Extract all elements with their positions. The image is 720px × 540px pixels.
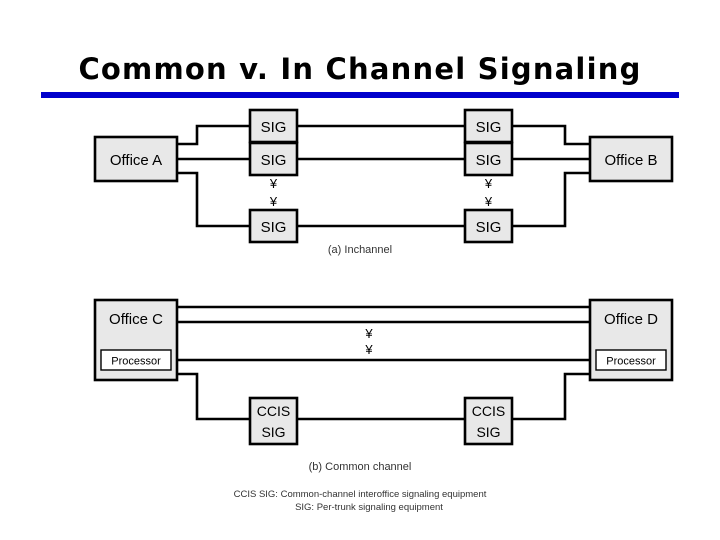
ccis-sig-box-left[interactable]: CCIS SIG (248, 396, 299, 446)
sig-box-a-right-3-label: SIG (476, 219, 502, 236)
legend-line-ccis-sig: CCIS SIG: Common-channel interoffice sig… (233, 489, 487, 500)
diagram-canvas: Office A Office B SIG SIG SIG (93, 108, 674, 446)
office-d-node[interactable]: Office D Processor (588, 298, 674, 382)
office-d-processor-box[interactable] (595, 349, 667, 371)
trunk-a-bot-left (177, 171, 250, 228)
sig-box-a-right-3[interactable]: SIG (463, 208, 514, 244)
figure-a-caption: (a) Inchannel (327, 244, 393, 256)
sig-box-a-left-1[interactable]: SIG (248, 108, 299, 144)
ccis-sig-box-right[interactable]: CCIS SIG (463, 396, 514, 446)
ccis-sig-box-left-line2: SIG (261, 424, 285, 440)
vertical-ellipsis-icon: ¥ (364, 326, 373, 341)
trunk-a-top-right (512, 124, 590, 146)
title-underline-rule (41, 92, 679, 98)
vertical-ellipsis-icon: ¥ (269, 176, 278, 191)
legend: CCIS SIG: Common-channel interoffice sig… (0, 488, 720, 514)
sig-box-a-right-2[interactable]: SIG (463, 141, 514, 177)
ccis-sig-box-right-line2: SIG (476, 424, 500, 440)
sig-box-a-left-2-label: SIG (261, 152, 287, 169)
vertical-ellipsis-icon: ¥ (364, 342, 373, 357)
office-b-node[interactable]: Office B (588, 135, 674, 183)
ccis-link-right (512, 372, 590, 421)
signaling-diagram: Office A Office B SIG SIG SIG (0, 100, 720, 540)
figure-a-inchannel: Office A Office B SIG SIG SIG (93, 108, 674, 244)
ccis-sig-box-right-rect[interactable] (463, 396, 514, 446)
figure-a-left-sig-column: SIG SIG SIG ¥ ¥ (248, 108, 299, 244)
figure-b-caption: (b) Common channel (308, 461, 412, 473)
sig-box-a-left-1-rect[interactable] (248, 108, 299, 144)
sig-box-a-left-2-rect[interactable] (248, 141, 299, 177)
ccis-sig-box-right-line1: CCIS (472, 403, 505, 419)
office-c-label: Office C (109, 311, 163, 328)
vertical-ellipsis-icon: ¥ (484, 176, 493, 191)
sig-box-a-right-2-label: SIG (476, 152, 502, 169)
figure-a-right-trunks (512, 124, 590, 228)
trunk-a-top-left (177, 124, 250, 146)
sig-box-a-left-2[interactable]: SIG (248, 141, 299, 177)
figure-a-left-trunks (177, 124, 250, 228)
sig-box-a-left-3-rect[interactable] (248, 208, 299, 244)
figure-a-right-sig-column: SIG SIG SIG ¥ ¥ (463, 108, 514, 244)
figure-b-common-channel: ¥ ¥ Office C Processor Office D Processo… (93, 298, 674, 446)
office-b-label: Office B (604, 152, 657, 169)
trunk-a-bot-right (512, 171, 590, 228)
office-a-node[interactable]: Office A (93, 135, 179, 183)
office-a-label: Office A (110, 152, 162, 169)
vertical-ellipsis-icon: ¥ (269, 194, 278, 209)
sig-box-a-right-1-label: SIG (476, 119, 502, 136)
sig-box-a-left-3-label: SIG (261, 219, 287, 236)
figure-b-voice-trunks (177, 305, 590, 362)
office-a-box[interactable] (93, 135, 179, 183)
figure-a-span-trunks (297, 124, 465, 228)
office-c-processor-box[interactable] (100, 349, 172, 371)
sig-box-a-left-3[interactable]: SIG (248, 208, 299, 244)
figure-b-signaling-link (177, 372, 590, 421)
page-title: Common v. In Channel Signaling (78, 52, 642, 86)
office-c-processor-label: Processor (111, 356, 161, 368)
sig-box-a-right-1-rect[interactable] (463, 108, 514, 144)
ccis-link-left (177, 372, 250, 421)
office-c-node[interactable]: Office C Processor (93, 298, 179, 382)
office-d-processor-label: Processor (606, 356, 656, 368)
office-d-label: Office D (604, 311, 658, 328)
sig-box-a-right-2-rect[interactable] (463, 141, 514, 177)
sig-box-a-right-1[interactable]: SIG (463, 108, 514, 144)
vertical-ellipsis-icon: ¥ (484, 194, 493, 209)
ccis-sig-box-left-rect[interactable] (248, 396, 299, 446)
office-b-box[interactable] (588, 135, 674, 183)
sig-box-a-right-3-rect[interactable] (463, 208, 514, 244)
sig-box-a-left-1-label: SIG (261, 119, 287, 136)
ccis-sig-box-left-line1: CCIS (257, 403, 290, 419)
legend-line-sig: SIG: Per-trunk signaling equipment (295, 502, 443, 513)
